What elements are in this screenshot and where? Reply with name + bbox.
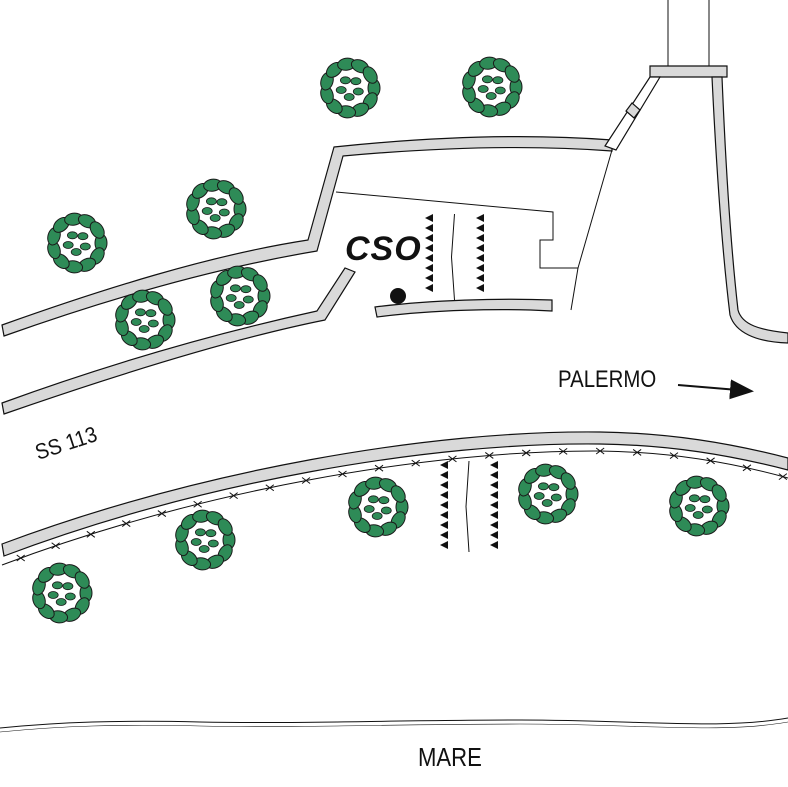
vine-path — [465, 460, 470, 553]
arrow-right-icon — [677, 379, 754, 400]
vine-mark — [440, 511, 448, 519]
fence-mark — [558, 447, 568, 455]
station-enclosure — [335, 149, 613, 311]
vine-mark — [440, 481, 448, 489]
fence-mark — [86, 530, 96, 538]
tree-icon — [186, 178, 247, 240]
tree-icon — [518, 463, 579, 525]
vine-mark — [490, 521, 498, 529]
fence-mark — [229, 492, 238, 500]
vine-mark — [425, 284, 433, 292]
vine-mark — [476, 274, 484, 282]
vine-mark — [490, 471, 498, 479]
fence-mark — [193, 500, 202, 508]
tree-icon — [210, 265, 271, 327]
right-road — [604, 65, 788, 344]
ss113-road — [1, 431, 788, 557]
vine-mark — [490, 511, 498, 519]
vine-mark — [425, 274, 433, 282]
vine-mark — [440, 471, 448, 479]
direction-label: PALERMO — [558, 366, 657, 393]
vineyard-rows-top — [425, 213, 484, 301]
tree-icon — [320, 57, 381, 119]
vine-mark — [440, 491, 448, 499]
vine-mark — [440, 541, 448, 549]
station-marker — [390, 288, 406, 304]
platform-bar — [374, 298, 553, 318]
coastline — [0, 717, 788, 729]
vine-mark — [476, 214, 484, 222]
vine-mark — [440, 521, 448, 529]
vine-mark — [476, 254, 484, 262]
trees — [32, 56, 730, 624]
fence-mark — [632, 449, 642, 456]
vine-mark — [476, 224, 484, 232]
fence-mark — [669, 452, 679, 460]
vine-mark — [440, 461, 448, 469]
fence-mark — [301, 477, 311, 484]
vine-mark — [425, 224, 433, 232]
vine-mark — [425, 234, 433, 242]
fence-mark — [265, 484, 275, 492]
tree-icon — [32, 562, 93, 624]
vine-mark — [490, 501, 498, 509]
vineyard-rows-bottom — [440, 460, 498, 553]
vine-mark — [476, 244, 484, 252]
fence-mark — [778, 473, 788, 481]
vine-mark — [425, 244, 433, 252]
vine-mark — [490, 491, 498, 499]
fence-mark — [374, 464, 384, 472]
fence-marks — [16, 447, 788, 562]
vine-mark — [490, 481, 498, 489]
vine-mark — [476, 234, 484, 242]
vine-mark — [440, 501, 448, 509]
lower-road — [1, 267, 356, 415]
fence-mark — [742, 464, 752, 472]
fence-mark — [411, 459, 421, 467]
fence-mark — [157, 510, 167, 517]
fence-mark — [595, 447, 605, 455]
vine-mark — [425, 214, 433, 222]
vine-mark — [425, 254, 433, 262]
tree-icon — [175, 509, 236, 571]
vine-mark — [490, 461, 498, 469]
vine-mark — [425, 264, 433, 272]
tree-icon — [115, 289, 176, 351]
fence-mark — [706, 457, 715, 465]
right-top-lines — [667, 0, 710, 66]
fence-mark — [448, 455, 457, 463]
coastline-inner — [0, 721, 788, 733]
vine-path — [450, 213, 455, 301]
fence-mark — [121, 520, 131, 527]
vine-mark — [490, 541, 498, 549]
fence-mark — [338, 470, 347, 478]
tree-icon — [669, 475, 730, 537]
fence-line — [1, 450, 788, 566]
fence-mark — [521, 449, 531, 457]
vine-mark — [476, 284, 484, 292]
station-label: CSO — [345, 230, 422, 268]
vine-mark — [476, 264, 484, 272]
fence-mark — [484, 452, 494, 459]
tree-icon — [47, 212, 108, 274]
vine-mark — [440, 531, 448, 539]
fence-mark — [51, 542, 60, 550]
fence-mark — [16, 554, 26, 562]
tree-icon — [348, 476, 409, 538]
sea-label: MARE — [418, 742, 482, 772]
vine-mark — [490, 531, 498, 539]
tree-icon — [462, 56, 523, 118]
